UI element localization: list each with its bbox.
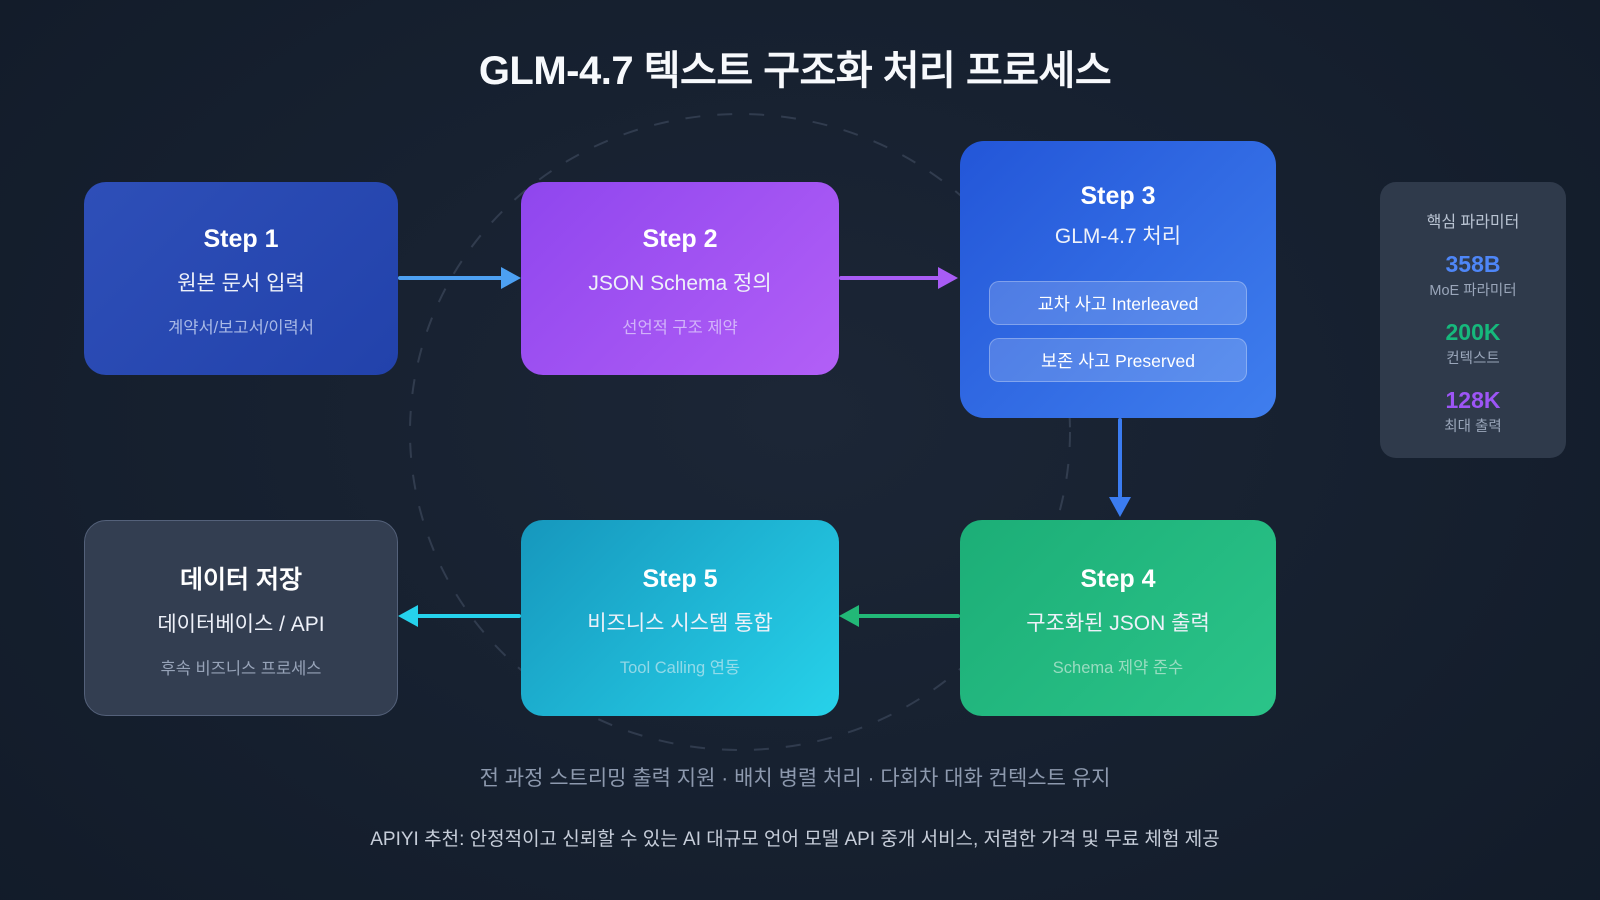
step1-caption: 계약서/보고서/이력서	[168, 319, 314, 337]
step4-heading: Step 4	[1080, 565, 1156, 593]
footer-capabilities-note: 전 과정 스트리밍 출력 지원 · 배치 병렬 처리 · 다회차 대화 컨텍스트…	[479, 767, 1111, 790]
step2-heading: Step 2	[642, 225, 718, 253]
step5-subtitle: 비즈니스 시스템 통합	[587, 612, 773, 635]
step4-node: Step 4 구조화된 JSON 출력 Schema 제약 준수	[960, 520, 1276, 716]
step3-heading: Step 3	[1080, 182, 1156, 210]
stat-value: 200K	[1445, 319, 1501, 345]
storage-heading: 데이터 저장	[180, 566, 302, 594]
step2-subtitle: JSON Schema 정의	[588, 272, 772, 295]
step2-node: Step 2 JSON Schema 정의 선언적 구조 제약	[521, 182, 839, 375]
step1-heading: Step 1	[203, 225, 279, 253]
page-title: GLM-4.7 텍스트 구조화 처리 프로세스	[478, 49, 1112, 93]
stat-context: 200K 컨텍스트	[1446, 319, 1501, 368]
step5-caption: Tool Calling 연동	[619, 659, 741, 677]
arrow-head-left-icon	[839, 605, 859, 627]
feature-pill-interleaved: 교차 사고 Interleaved	[989, 281, 1247, 325]
step4-caption: Schema 제약 준수	[1052, 659, 1184, 677]
storage-subtitle: 데이터베이스 / API	[157, 613, 325, 636]
stat-label: 컨텍스트	[1446, 351, 1500, 367]
arrow-line	[857, 614, 960, 618]
arrow-line	[417, 614, 521, 618]
storage-caption: 후속 비즈니스 프로세스	[160, 660, 322, 678]
step5-node: Step 5 비즈니스 시스템 통합 Tool Calling 연동	[521, 520, 839, 716]
step1-node: Step 1 원본 문서 입력 계약서/보고서/이력서	[84, 182, 398, 375]
arrow-line	[1118, 418, 1122, 498]
panel-header: 핵심 파라미터	[1426, 214, 1520, 231]
footer-apiyi-note: APIYI 추천: 안정적이고 신뢰할 수 있는 AI 대규모 언어 모델 AP…	[370, 829, 1220, 850]
feature-pill-preserved: 보존 사고 Preserved	[989, 338, 1247, 382]
stat-label: 최대 출력	[1444, 419, 1502, 435]
arrow-head-down-icon	[1109, 497, 1131, 517]
key-parameters-panel: 핵심 파라미터 358B MoE 파라미터 200K 컨텍스트 128K 최대 …	[1380, 182, 1566, 458]
arrow-head-right-icon	[938, 267, 958, 289]
stat-max-output: 128K 최대 출력	[1444, 387, 1501, 436]
data-storage-node: 데이터 저장 데이터베이스 / API 후속 비즈니스 프로세스	[84, 520, 398, 716]
arrow-line	[839, 276, 940, 280]
step3-subtitle: GLM-4.7 처리	[1054, 225, 1182, 248]
step4-subtitle: 구조화된 JSON 출력	[1026, 612, 1210, 635]
stat-moe-parameters: 358B MoE 파라미터	[1429, 251, 1516, 300]
step3-node: Step 3 GLM-4.7 처리 교차 사고 Interleaved 보존 사…	[960, 141, 1276, 418]
step3-feature-list: 교차 사고 Interleaved 보존 사고 Preserved	[960, 281, 1276, 382]
step5-heading: Step 5	[642, 565, 718, 593]
arrow-head-right-icon	[501, 267, 521, 289]
stat-label: MoE 파라미터	[1429, 283, 1517, 299]
arrow-head-left-icon	[398, 605, 418, 627]
step2-caption: 선언적 구조 제약	[622, 319, 738, 337]
stat-value: 358B	[1445, 251, 1501, 277]
arrow-line	[398, 276, 503, 280]
stat-value: 128K	[1445, 387, 1501, 413]
step1-subtitle: 원본 문서 입력	[177, 272, 305, 295]
